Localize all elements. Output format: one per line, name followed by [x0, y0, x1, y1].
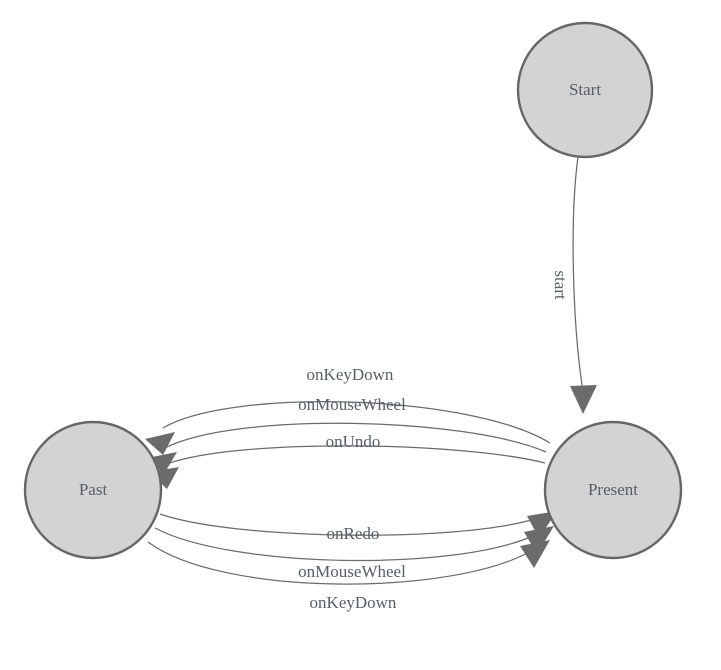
node-present[interactable]: Present — [543, 420, 683, 560]
edge-start-to-present-path — [572, 156, 584, 393]
edge-past-to-present-onkeydown-path — [147, 541, 532, 585]
edge-present-to-past-onmousewheel-arrowhead — [147, 452, 177, 474]
edge-label-bottom-onredo: onRedo — [327, 524, 380, 543]
edge-label-top-onundo: onUndo — [326, 432, 381, 451]
edge-label-top-onmousewheel: onMouseWheel — [298, 395, 406, 414]
node-start[interactable]: Start — [516, 21, 654, 159]
node-past[interactable]: Past — [23, 420, 163, 560]
edge-present-to-past-onkeydown[interactable] — [145, 401, 551, 455]
edge-label-top-onkeydown: onKeyDown — [307, 365, 394, 384]
edge-present-to-past-onkeydown-arrowhead — [145, 432, 175, 455]
edge-past-to-present-onmousewheel[interactable] — [154, 526, 554, 562]
edge-past-to-present-onmousewheel-arrowhead — [524, 526, 554, 554]
node-past-circle — [23, 420, 163, 560]
edge-present-to-past-onmousewheel[interactable] — [147, 422, 547, 474]
node-present-label: Present — [588, 480, 638, 499]
edge-start-to-present[interactable] — [570, 156, 597, 414]
edge-past-to-present-onkeydown-arrowhead — [520, 540, 550, 568]
edge-past-to-present-onredo[interactable] — [159, 511, 557, 538]
edge-start-to-present-arrowhead — [570, 385, 597, 414]
node-present-circle — [543, 420, 683, 560]
node-past-label: Past — [79, 480, 108, 499]
edge-past-to-present-onredo-arrowhead — [527, 511, 557, 538]
edge-past-to-present-onredo-path — [159, 513, 539, 536]
edge-present-to-past-onmousewheel-path — [164, 422, 547, 453]
edge-label-bottom-onkeydown: onKeyDown — [310, 593, 397, 612]
edge-present-to-past-onkeydown-path — [162, 401, 551, 444]
edge-past-to-present-onmousewheel-path — [154, 527, 536, 562]
node-start-circle — [516, 21, 654, 159]
edge-label-bottom-onmousewheel: onMouseWheel — [298, 562, 406, 581]
edge-present-to-past-onundo-path — [166, 445, 546, 465]
edge-label-start: start — [551, 270, 570, 300]
edge-present-to-past-onundo[interactable] — [149, 445, 546, 489]
edge-past-to-present-onkeydown[interactable] — [147, 540, 550, 585]
node-start-label: Start — [569, 80, 601, 99]
